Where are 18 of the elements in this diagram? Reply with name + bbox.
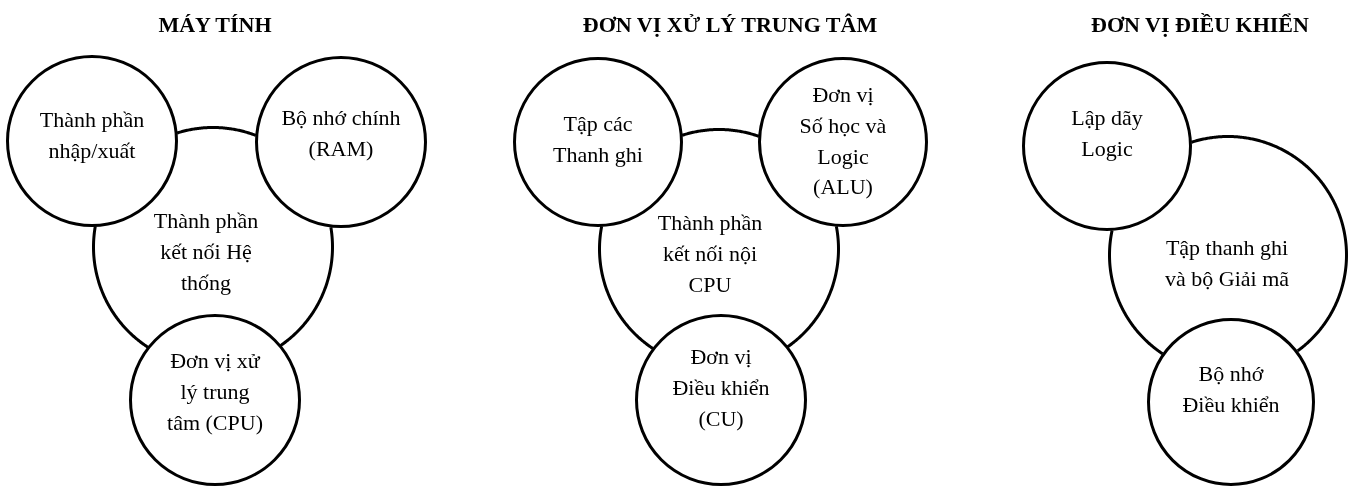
circle-label: Lập dãy Logic xyxy=(1070,104,1144,163)
circle-label: Thành phần nhập/xuất xyxy=(38,106,146,165)
section-heading: ĐƠN VỊ XỬ LÝ TRUNG TÂM xyxy=(582,12,878,38)
section-heading: MÁY TÍNH xyxy=(158,12,272,38)
circle-label: Đơn vị Số học và Logic (ALU) xyxy=(799,81,887,202)
circle-label: Đơn vị xử lý trung tâm (CPU) xyxy=(166,346,264,437)
circle-label: Bộ nhớ chính (RAM) xyxy=(280,104,402,163)
circle-label: Tập các Thanh ghi xyxy=(552,110,644,169)
circle-label: Thành phần kết nối Hệ thống xyxy=(152,206,260,297)
circle xyxy=(129,314,301,486)
circle xyxy=(1147,318,1315,486)
circle xyxy=(635,314,807,486)
circle-label: Đơn vị Điều khiển (CU) xyxy=(671,342,771,433)
section-heading: ĐƠN VỊ ĐIỀU KHIỂN xyxy=(1091,12,1309,38)
circle xyxy=(1022,61,1192,231)
circle-label: Tập thanh ghi và bộ Giải mã xyxy=(1164,234,1290,293)
circle-label: Bộ nhớ Điều khiển xyxy=(1181,360,1281,419)
circle-label: Thành phần kết nối nội CPU xyxy=(656,208,764,299)
